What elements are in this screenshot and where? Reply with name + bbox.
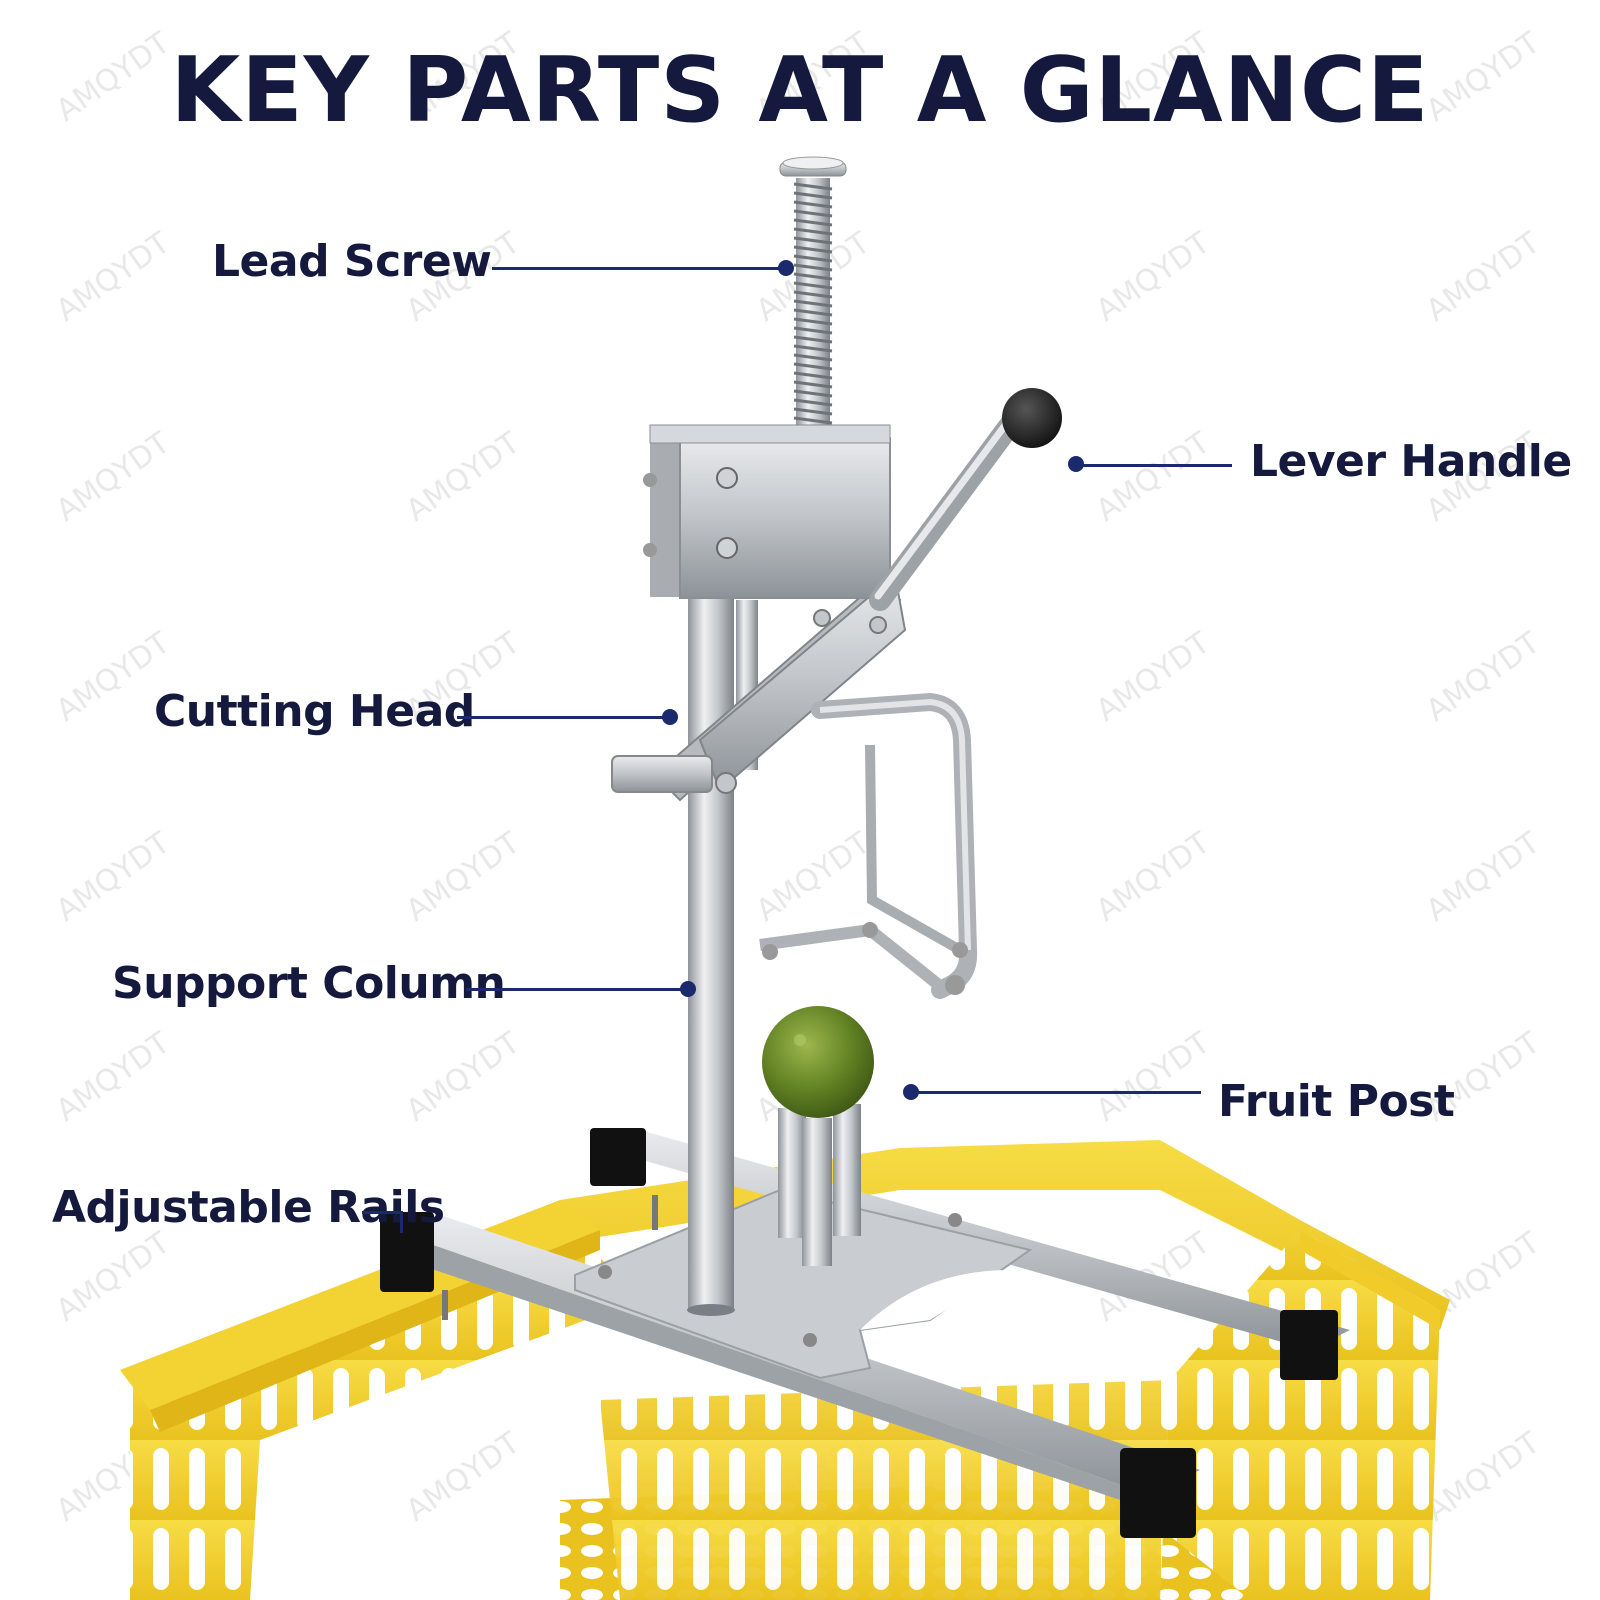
screw-thread — [793, 299, 833, 308]
leader-fruit-post — [915, 1091, 1201, 1094]
screw-thread — [793, 380, 833, 389]
screw-thread — [793, 200, 833, 209]
head-box — [643, 424, 891, 599]
lever-handle — [869, 388, 1062, 611]
label-fruit-post: Fruit Post — [1218, 1076, 1455, 1127]
screw-thread — [793, 245, 833, 254]
screw-thread — [793, 407, 833, 416]
leader-dot-fruit-post — [903, 1084, 919, 1100]
screw-thread — [793, 371, 833, 380]
screw-thread — [793, 191, 833, 200]
screw-thread — [793, 326, 833, 335]
screw-thread — [793, 389, 833, 398]
screw-thread — [793, 254, 833, 263]
screw-thread — [793, 308, 833, 317]
leader-dot-lever-handle — [1068, 456, 1084, 472]
screw-thread — [793, 218, 833, 227]
screw-thread — [793, 398, 833, 407]
screw-thread — [793, 362, 833, 371]
screw-thread — [793, 317, 833, 326]
leader-cutting-head — [457, 716, 665, 719]
screw-thread — [793, 290, 833, 299]
screw-thread — [793, 335, 833, 344]
leader-adjustable-rails — [362, 1211, 402, 1214]
screw-thread — [793, 182, 833, 191]
screw-thread — [793, 344, 833, 353]
label-lead-screw: Lead Screw — [212, 236, 492, 287]
screw-thread — [793, 227, 833, 236]
lead-screw — [779, 156, 847, 448]
leader-lead-screw — [492, 267, 782, 270]
screw-thread — [793, 281, 833, 290]
screw-thread — [793, 353, 833, 362]
leader-support-column — [466, 988, 682, 991]
label-support-column: Support Column — [112, 958, 506, 1009]
screw-thread — [793, 209, 833, 218]
screw-thread — [793, 236, 833, 245]
leader-lever-handle — [1080, 464, 1232, 467]
screw-thread — [793, 263, 833, 272]
fruit-post — [762, 1006, 874, 1266]
cutting-head — [611, 573, 978, 999]
label-adjustable-rails: Adjustable Rails — [52, 1182, 445, 1233]
screw-thread — [793, 272, 833, 281]
leader-dot-support-column — [680, 981, 696, 997]
screw-thread — [793, 416, 833, 425]
leader-dot-lead-screw — [778, 260, 794, 276]
label-cutting-head: Cutting Head — [154, 686, 475, 737]
label-lever-handle: Lever Handle — [1250, 436, 1572, 487]
page-title: KEY PARTS AT A GLANCE — [170, 38, 1430, 143]
leader-adjustable-rails-drop — [400, 1211, 403, 1233]
leader-dot-cutting-head — [662, 709, 678, 725]
